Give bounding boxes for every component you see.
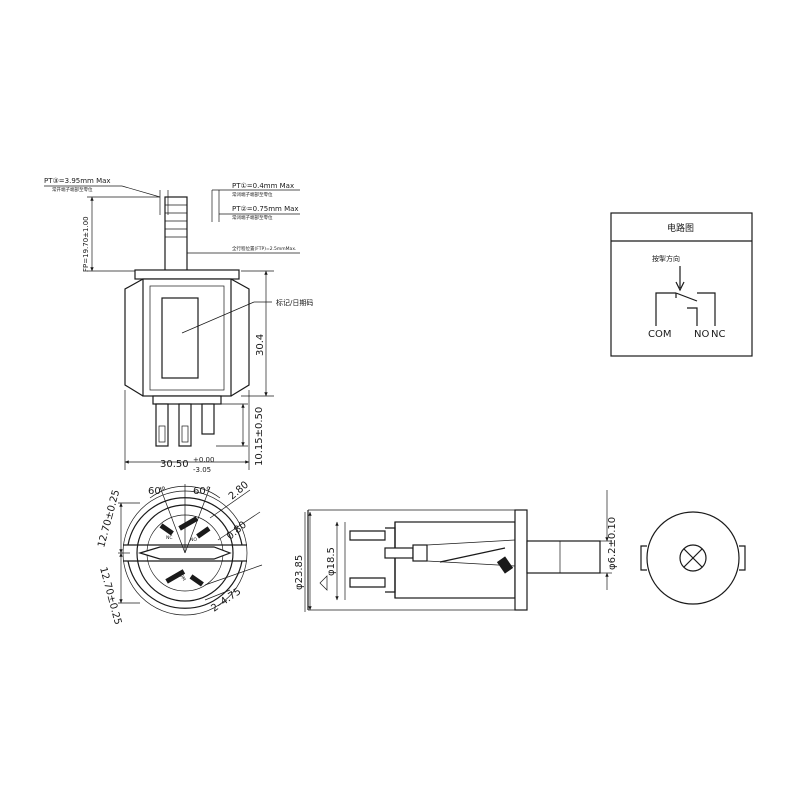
- pt1-label: PT①=0.4mm Max: [232, 182, 294, 190]
- angle-right: 60°: [193, 486, 211, 497]
- dim-terminal: 10.15±0.50: [254, 407, 265, 466]
- dim-top: 12.70±0.25: [96, 489, 122, 549]
- plunger: [164, 196, 188, 272]
- bottom-view: NC NO COM 60° 60° 12.70±0.25 12.70±0.25 …: [96, 480, 263, 626]
- circuit-no: NO: [694, 329, 709, 340]
- circuit-nc: NC: [711, 329, 725, 340]
- label-area: [161, 297, 199, 379]
- circuit-frame: [610, 212, 753, 357]
- circuit-title: 电路图: [667, 222, 694, 234]
- ftp-label: 全行程位置(FTP)=2.5mmMax.: [232, 245, 296, 252]
- dim-height: 30.4: [255, 334, 266, 356]
- pt2-note: 常闭端子端部至零位: [232, 214, 273, 221]
- front-view: PT③=3.95mm Max 常开端子端部至零位 PT①=0.4mm Max 常…: [44, 177, 313, 474]
- top-view: [640, 511, 746, 605]
- dim-width-tol-upper: +0.00: [193, 456, 214, 464]
- plunger-end: [679, 544, 707, 572]
- angle-left: 60°: [148, 486, 166, 497]
- dim-width-tol-lower: -3.05: [193, 466, 211, 474]
- dim-inner: φ18.5: [326, 547, 337, 576]
- terminal-no-label: NO: [190, 537, 197, 543]
- press-direction: 按掣方向: [652, 254, 680, 263]
- terminals: [155, 403, 215, 447]
- top-flange: [134, 269, 240, 280]
- pt3-label: PT③=3.95mm Max: [44, 177, 111, 185]
- dim-bottom: 12.70±0.25: [97, 566, 123, 626]
- side-flange: [514, 509, 528, 611]
- circuit-diagram: 电路图 按掣方向 COM NO NC: [610, 212, 753, 357]
- terminal-nc-label: NC: [166, 535, 173, 541]
- pt2-label: PT②=0.75mm Max: [232, 205, 299, 213]
- side-plunger: [526, 540, 601, 574]
- side-view: φ23.85 φ18.5 φ6.2±0.10: [294, 490, 618, 612]
- pt1-note: 常闭端子端部至零位: [232, 191, 273, 198]
- side-terminals: [349, 527, 428, 593]
- terminal-com-label: COM: [176, 570, 187, 582]
- dim-outer: φ23.85: [294, 555, 305, 590]
- dim-plunger: φ6.2±0.10: [607, 517, 618, 570]
- label-callout: 标记/日期码: [276, 298, 313, 307]
- dim-280: 2.80: [227, 480, 251, 503]
- fp-label: FP=19.70±1.00: [82, 216, 90, 272]
- housing: [124, 278, 250, 397]
- base: [152, 395, 222, 405]
- pt3-note: 常开端子端部至零位: [52, 186, 93, 193]
- dim-width: 30.50: [160, 459, 189, 470]
- circuit-com: COM: [648, 329, 671, 340]
